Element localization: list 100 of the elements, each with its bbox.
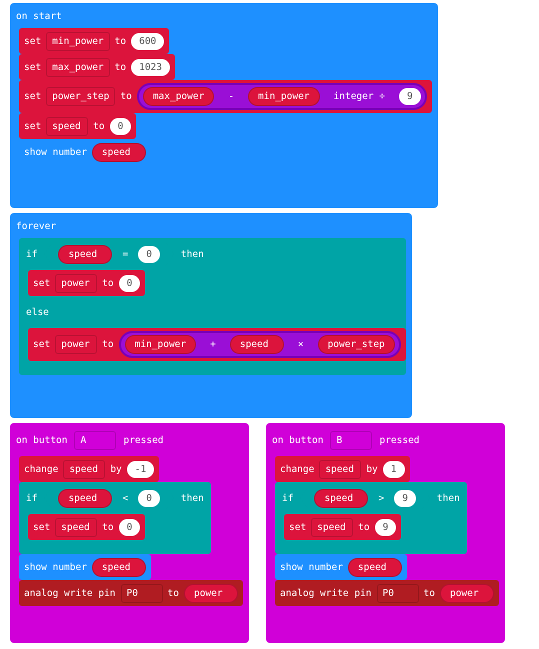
block-label: set: [24, 62, 42, 72]
block-label: show number: [24, 562, 87, 572]
block-label: to: [114, 62, 126, 72]
block-label: to: [102, 339, 114, 350]
block-label: set: [33, 278, 50, 288]
dropdown-field: B: [330, 431, 372, 450]
dropdown-field: speed: [55, 518, 98, 536]
statement-block: [275, 456, 410, 482]
number-input: 0: [118, 274, 140, 292]
variable-reporter: power: [184, 584, 238, 602]
dropdown-field: A: [74, 431, 116, 450]
block-label: >: [378, 492, 384, 504]
block-label: analog write pin: [24, 588, 116, 598]
dropdown-field: P0: [376, 584, 419, 602]
block-label: =: [122, 248, 128, 260]
block-label: -: [228, 91, 234, 102]
statement-block: [19, 580, 243, 606]
dropdown-field: power: [55, 274, 98, 292]
event-block: [10, 3, 438, 208]
block-label: show number: [280, 562, 343, 572]
if-block: [275, 482, 467, 554]
number-input: 9: [394, 490, 416, 506]
variable-reporter: max_power: [142, 87, 214, 106]
statement-block: [19, 113, 136, 139]
number-input: 0: [138, 490, 160, 506]
number-input: 0: [138, 246, 160, 262]
variable-reporter: speed: [58, 488, 112, 508]
block-label: <: [122, 492, 128, 504]
variable-reporter: power: [440, 584, 494, 602]
variable-reporter: speed: [230, 335, 284, 354]
block-label: to: [114, 36, 126, 46]
number-input: 0: [110, 118, 132, 134]
statement-block: [284, 514, 402, 540]
block-label: analog write pin: [280, 588, 372, 598]
variable-reporter: speed: [314, 488, 368, 508]
block-label: set: [24, 91, 42, 102]
math-expression-block: [118, 331, 401, 358]
block-label: to: [102, 522, 114, 532]
block-label: by: [110, 464, 122, 474]
block-label: if: [282, 492, 294, 504]
block-label: on button: [16, 435, 68, 446]
event-block: [10, 423, 249, 643]
if-block: [19, 238, 406, 375]
block-label: change: [280, 464, 314, 474]
number-input: -1: [126, 460, 154, 478]
statement-block: [275, 554, 407, 580]
block-label: set: [24, 36, 42, 46]
block-label: to: [102, 278, 114, 288]
number-input: 1023: [131, 58, 170, 76]
number-input: 600: [131, 32, 164, 50]
block-label: to: [168, 588, 179, 598]
dropdown-field: power: [55, 335, 98, 354]
statement-block: [28, 270, 146, 296]
block-label: set: [33, 522, 50, 532]
block-label: set: [33, 339, 50, 350]
statement-block: [275, 580, 499, 606]
block-label: to: [358, 522, 370, 532]
variable-reporter: speed: [58, 244, 112, 264]
block-label: pressed: [379, 435, 420, 446]
statement-block: [19, 80, 432, 113]
if-block: [19, 482, 211, 554]
number-input: 9: [399, 88, 421, 105]
block-label: forever: [16, 221, 56, 232]
block-label: set: [24, 120, 42, 132]
dropdown-field: speed: [311, 518, 354, 536]
number-input: 0: [118, 518, 140, 536]
dropdown-field: speed: [63, 460, 106, 478]
block-label: on start: [16, 11, 62, 22]
statement-block: [19, 54, 175, 80]
dropdown-field: speed: [46, 116, 88, 136]
block-label: then: [436, 492, 460, 504]
block-label: ×: [298, 339, 304, 350]
statement-block: [28, 514, 146, 540]
block-label: +: [210, 339, 216, 350]
block-label: by: [366, 464, 378, 474]
block-label: change: [24, 464, 58, 474]
statement-block: [19, 554, 151, 580]
block-label: to: [93, 120, 105, 132]
block-label: if: [26, 248, 38, 260]
statement-block: [19, 456, 160, 482]
block-label: to: [120, 91, 132, 102]
variable-reporter: speed: [348, 558, 402, 576]
variable-reporter: min_power: [248, 87, 320, 106]
number-input: 9: [374, 518, 396, 536]
math-expression-block: [136, 83, 427, 110]
block-label: to: [424, 588, 435, 598]
variable-reporter: power_step: [318, 335, 395, 354]
block-label: then: [180, 248, 204, 260]
dropdown-field: max_power: [46, 58, 110, 76]
block-label: else: [26, 306, 49, 318]
block-label: if: [26, 492, 38, 504]
block-label: set: [289, 522, 306, 532]
dropdown-field: speed: [319, 460, 362, 478]
event-block: [266, 423, 505, 643]
statement-block: [19, 28, 170, 54]
number-input: 1: [382, 460, 405, 478]
dropdown-field: P0: [120, 584, 163, 602]
variable-reporter: speed: [92, 558, 146, 576]
variable-reporter: speed: [92, 142, 146, 162]
dropdown-field: min_power: [46, 32, 110, 50]
